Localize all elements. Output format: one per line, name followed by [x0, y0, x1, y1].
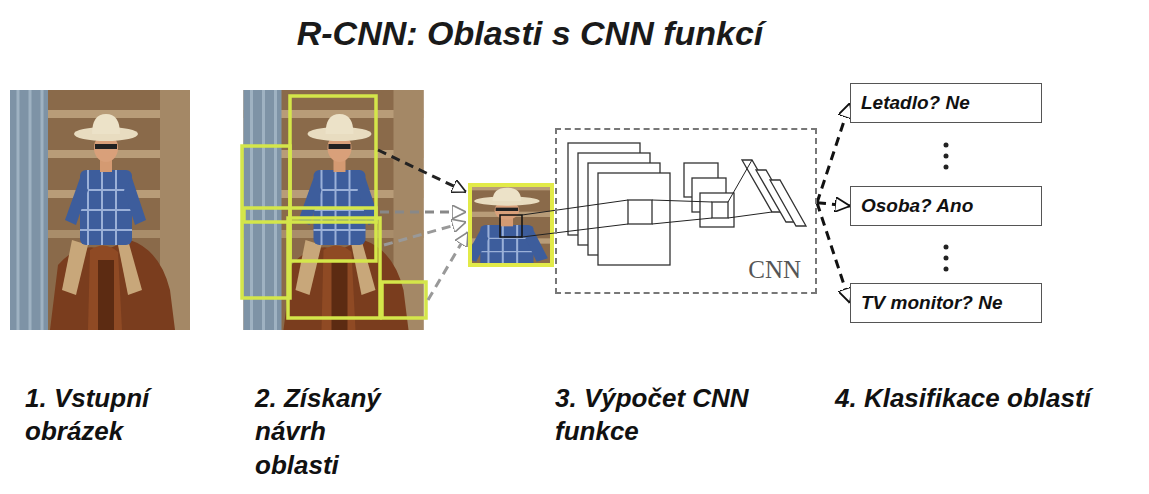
step-label: 1. Vstupní obrázek: [25, 382, 190, 449]
classification-arrow: [817, 203, 850, 303]
step-label: 4. Klasifikace oblastí: [835, 382, 1091, 415]
step-label: 2. Získaný návrh oblasti: [255, 382, 405, 482]
class-box: Letadlo? Ne: [850, 83, 1042, 123]
class-label: TV monitor? Ne: [861, 292, 1002, 313]
warp-arrows: [378, 150, 468, 300]
step-label: 3. Výpočet CNN funkce: [555, 382, 795, 449]
classification-arrow: [817, 203, 850, 206]
class-label: Letadlo? Ne: [861, 92, 970, 113]
class-box: Osoba? Ano: [850, 186, 1042, 226]
classification-arrow: [817, 103, 850, 203]
input-photo: [10, 90, 190, 330]
warped-region: [409, 172, 594, 332]
warped-region-border: [470, 185, 552, 265]
proposal-photo: [244, 90, 424, 330]
cnn-box: CNN: [555, 128, 817, 294]
proposal-boxes: [242, 96, 426, 318]
cnn-layers: [568, 143, 806, 265]
cnn-connections: [522, 160, 772, 237]
network-label: CNN: [746, 256, 803, 284]
class-label: Osoba? Ano: [861, 195, 973, 216]
class-box: TV monitor? Ne: [850, 283, 1042, 323]
receptive-field: [500, 215, 522, 237]
diagram-title: R-CNN: Oblasti s CNN funkcí: [0, 14, 1060, 53]
